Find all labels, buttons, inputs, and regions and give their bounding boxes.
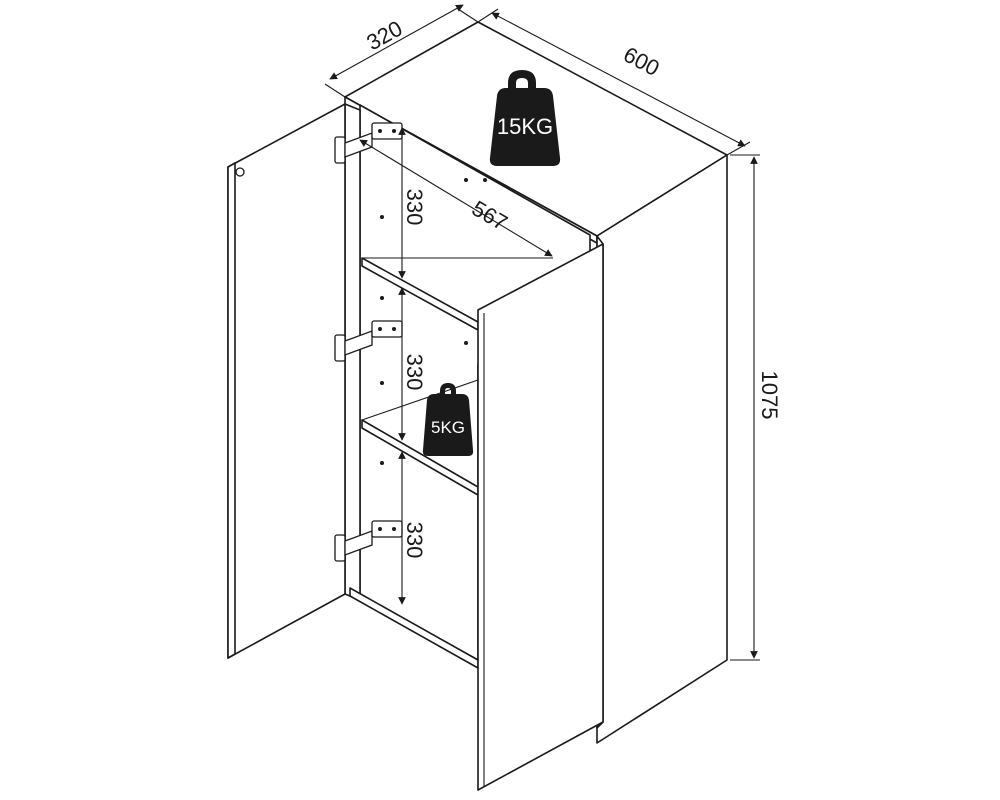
shelf-gap-top-label: 330 xyxy=(402,189,427,226)
left-door xyxy=(227,103,346,659)
dimension-height: 1075 xyxy=(730,154,782,661)
weight-icon: 5KG xyxy=(422,383,474,456)
door-knob-hole xyxy=(235,167,245,177)
weight-icon: 15KG xyxy=(489,70,561,166)
hinge-icon xyxy=(334,122,403,164)
dimension-shelf-gap-middle: 330 xyxy=(398,287,427,441)
dimension-shelf-gap-top: 330 xyxy=(398,127,427,279)
width-label: 600 xyxy=(619,42,663,81)
height-label: 1075 xyxy=(757,371,782,420)
shelf-gap-bottom-label: 330 xyxy=(402,522,427,559)
hinge-icon xyxy=(334,320,403,362)
cabinet-right-side xyxy=(596,154,728,744)
shelf-gap-middle-label: 330 xyxy=(402,354,427,391)
depth-label: 320 xyxy=(362,16,406,56)
dimension-shelf-gap-bottom: 330 xyxy=(398,451,427,605)
top-load-label: 15KG xyxy=(497,114,553,139)
shelf-load-label: 5KG xyxy=(431,418,465,437)
right-front-door xyxy=(477,243,604,791)
